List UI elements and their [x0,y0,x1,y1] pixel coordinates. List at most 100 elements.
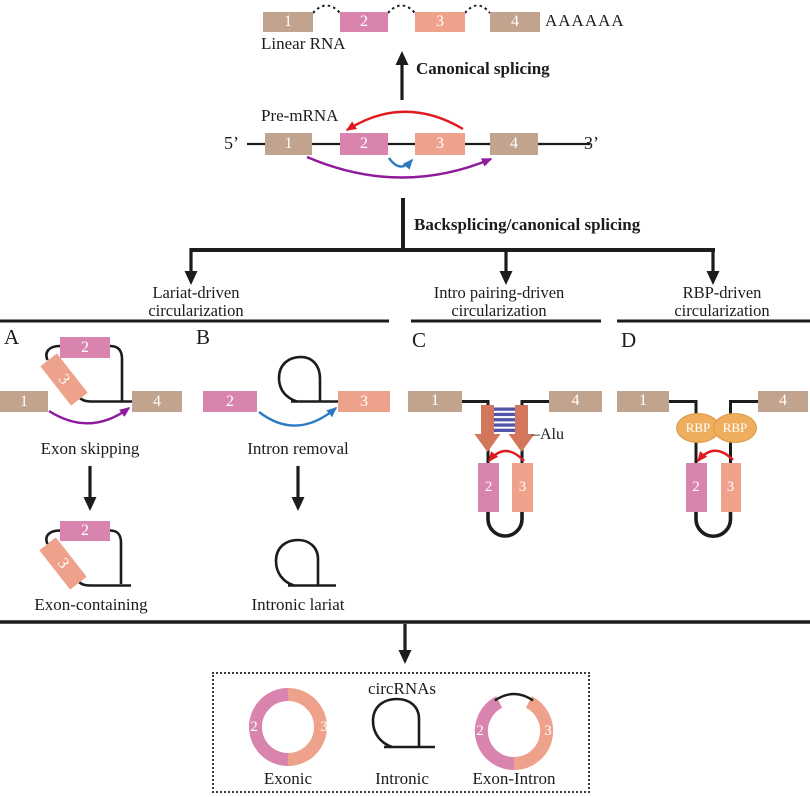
branch-lariat-driven: Lariat-driven circularization [131,284,261,320]
panel-a-product-exon-2: 2 [60,520,110,541]
exon-4-label: 4 [571,392,580,409]
panel-c-exon-2: 2 [478,463,499,512]
exon-1-label: 1 [284,135,293,152]
branch-1-line-1: Lariat-driven [152,283,240,302]
branch-intron-pairing-driven: Intro pairing-driven circularization [418,284,580,320]
exon-containing-label: Exon-containing [34,595,148,614]
exon-intron-ring-exon-2-label: 2 [476,723,484,739]
linear-exon-1: 1 [263,12,313,32]
exon-3-label: 3 [360,392,368,410]
exon-1-label: 1 [431,392,439,409]
panel-c-backsplice-arrow-icon [488,449,525,463]
exon-1-label: 1 [20,392,28,410]
exon-skipping-label: Exon skipping [40,439,140,458]
panel-b-exon-3: 3 [338,391,390,412]
panel-d-exon-2: 2 [685,463,707,512]
panel-b-product-lariat-icon [274,538,336,587]
exon-intron-label: Exon-Intron [472,769,556,788]
exonic-ring-exon-2-label: 2 [250,719,258,735]
panel-c-loop-icon [486,505,524,538]
linear-rna-label: Linear RNA [261,34,346,53]
panel-c-exon-4: 4 [549,390,602,412]
backsplicing-label: Backsplicing/canonical splicing [414,215,641,234]
branch-tree [184,198,720,285]
exon-skip-purple-arrow-icon [306,155,493,179]
pre-mrna-label: Pre-mRNA [261,106,339,125]
exon-3-label: 3 [55,370,74,388]
premrna-exon-3: 3 [415,133,465,155]
exon-2-label: 2 [360,13,368,30]
branch-2-line-2: circularization [451,300,547,320]
panel-b-letter: B [196,325,211,349]
exon-2-label: 2 [360,135,368,152]
premrna-exon-2: 2 [340,133,388,155]
linear-exon-3: 3 [415,12,465,32]
panel-c-letter: C [412,328,427,352]
backsplice-red-arrow-icon [345,110,464,132]
panel-b-blue-arrow-icon [258,407,338,427]
exon-2-label: 2 [81,521,89,539]
panel-a-letter: A [4,325,20,349]
panel-c-exon-3: 3 [512,463,533,512]
intronic-label: Intronic [375,769,429,788]
exon-2-label: 2 [226,392,234,410]
exon-4-label: 4 [511,13,519,30]
branch-3-line-1: RBP-driven [682,283,762,302]
panel-d-letter: D [621,328,637,352]
exon-intron-ring-exon-3-label: 3 [544,723,552,739]
exonic-circle-icon [249,688,327,766]
premrna-exon-4: 4 [490,133,538,155]
panel-a-exon-1: 1 [0,391,48,412]
exon-4-label: 4 [510,135,518,152]
branch-rbp-driven: RBP-driven circularization [650,284,794,320]
exon-intron-circle-icon [474,692,554,771]
splice-dotted-arcs-icon [312,4,491,14]
rbp-label: RBP [722,420,748,435]
circrnas-title: circRNAs [368,679,436,698]
rbp-label: RBP [685,420,711,435]
panel-c-exon-1: 1 [408,390,462,412]
panel-d-loop-icon [694,505,733,539]
panel-d-exon-3: 3 [720,463,741,512]
panel-a-exon-2: 2 [60,337,110,358]
branch-3-line-2: circularization [674,300,770,320]
three-prime-label: 3’ [584,133,599,153]
exon-3-label: 3 [436,135,444,152]
linear-exon-4: 4 [490,12,540,32]
exon-3-label: 3 [726,479,735,495]
premrna-exon-1: 1 [265,133,312,155]
exon-4-label: 4 [779,392,787,409]
exon-1-label: 1 [284,13,292,30]
alu-label: –Alu [532,426,564,443]
panel-a-lariat-icon [45,344,132,403]
exonic-label: Exonic [263,769,313,788]
panel-a-exon-4: 4 [132,391,182,412]
exon-2-label: 2 [81,338,89,356]
exon-3-label: 3 [518,479,527,495]
exon-2-label: 2 [484,479,493,495]
branch-2-line-1: Intro pairing-driven [433,283,565,302]
panel-a-purple-arrow-icon [48,407,131,425]
panel-d-backsplice-arrow-icon [697,449,734,463]
intron-removal-label: Intron removal [247,439,349,458]
five-prime-label: 5’ [224,133,239,153]
rbp-protein-right: RBP [713,413,757,443]
exon-2-label: 2 [692,479,700,495]
alu-pairing-icon [474,405,535,452]
panel-d-exon-4: 4 [758,390,808,412]
canonical-splicing-label: Canonical splicing [416,59,550,78]
intronic-lariat-icon [371,697,435,749]
exon-4-label: 4 [153,392,161,410]
branch-1-line-2: circularization [148,300,244,320]
circrna-output-box [212,672,590,793]
exonic-ring-exon-3-label: 3 [320,719,328,735]
rbp-protein-left: RBP [676,413,720,443]
panel-d-exon-1: 1 [617,390,669,412]
poly-a-tail-label: AAAAAA [545,11,625,30]
exon-1-label: 1 [639,392,647,409]
exon-3-label: 3 [436,13,444,30]
intronic-lariat-label: Intronic lariat [251,595,345,614]
exon-3-label: 3 [54,554,73,572]
